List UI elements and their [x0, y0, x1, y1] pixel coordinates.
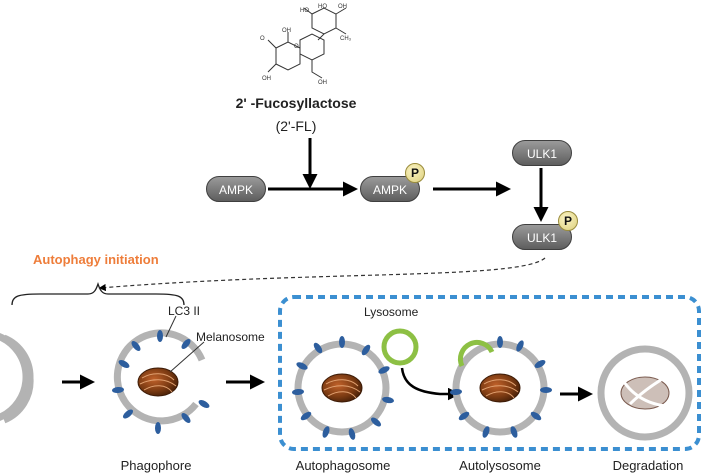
svg-text:OH: OH	[262, 76, 271, 82]
ampk-phospho-node: AMPK	[360, 176, 420, 202]
ulk1-node: ULK1	[512, 140, 572, 166]
degradation-structure	[597, 345, 693, 441]
stage-label-degradation: Degradation	[612, 458, 684, 473]
dashed-box	[278, 295, 701, 451]
phospho-badge-ampk: P	[405, 163, 425, 183]
dashed-initiation-arrow	[98, 257, 546, 292]
svg-text:O: O	[260, 36, 265, 42]
arrow-lysosome-fusion	[400, 367, 461, 401]
molecule-structure-icon: HO HO OH CH₃ OH O OH OH O	[260, 4, 352, 86]
svg-text:HO: HO	[318, 4, 327, 10]
svg-text:OH: OH	[318, 80, 327, 86]
ampk-node: AMPK	[206, 176, 266, 202]
lysosome-label: Lysosome	[364, 305, 419, 319]
stage-label-autophagosome: Autophagosome	[295, 458, 391, 473]
svg-text:O: O	[294, 44, 299, 50]
svg-text:HO: HO	[300, 8, 309, 14]
phospho-badge-ulk1: P	[558, 211, 578, 231]
svg-text:CH₃: CH₃	[340, 36, 352, 42]
lc3-label: LC3 II	[168, 304, 201, 318]
curly-brace	[11, 281, 185, 306]
svg-text:OH: OH	[338, 4, 347, 10]
lc3-pointer	[165, 315, 177, 338]
phagophore-structure	[111, 329, 211, 434]
melanosome-label: Melanosome	[196, 330, 265, 344]
svg-text:OH: OH	[282, 28, 291, 34]
melanosome-pointer	[169, 341, 205, 373]
stage-label-phagophore: Phagophore	[120, 458, 192, 473]
autophagy-initiation-label: Autophagy initiation	[33, 252, 159, 267]
compound-name: 2' -Fucosyllactose	[235, 95, 357, 111]
autolysosome-structure	[449, 336, 552, 439]
lysosome-circle	[381, 328, 419, 366]
autophagosome-structure	[291, 336, 395, 441]
stage-label-autolysosome: Autolysosome	[459, 458, 541, 473]
compound-abbreviation: (2'-FL)	[275, 118, 317, 134]
